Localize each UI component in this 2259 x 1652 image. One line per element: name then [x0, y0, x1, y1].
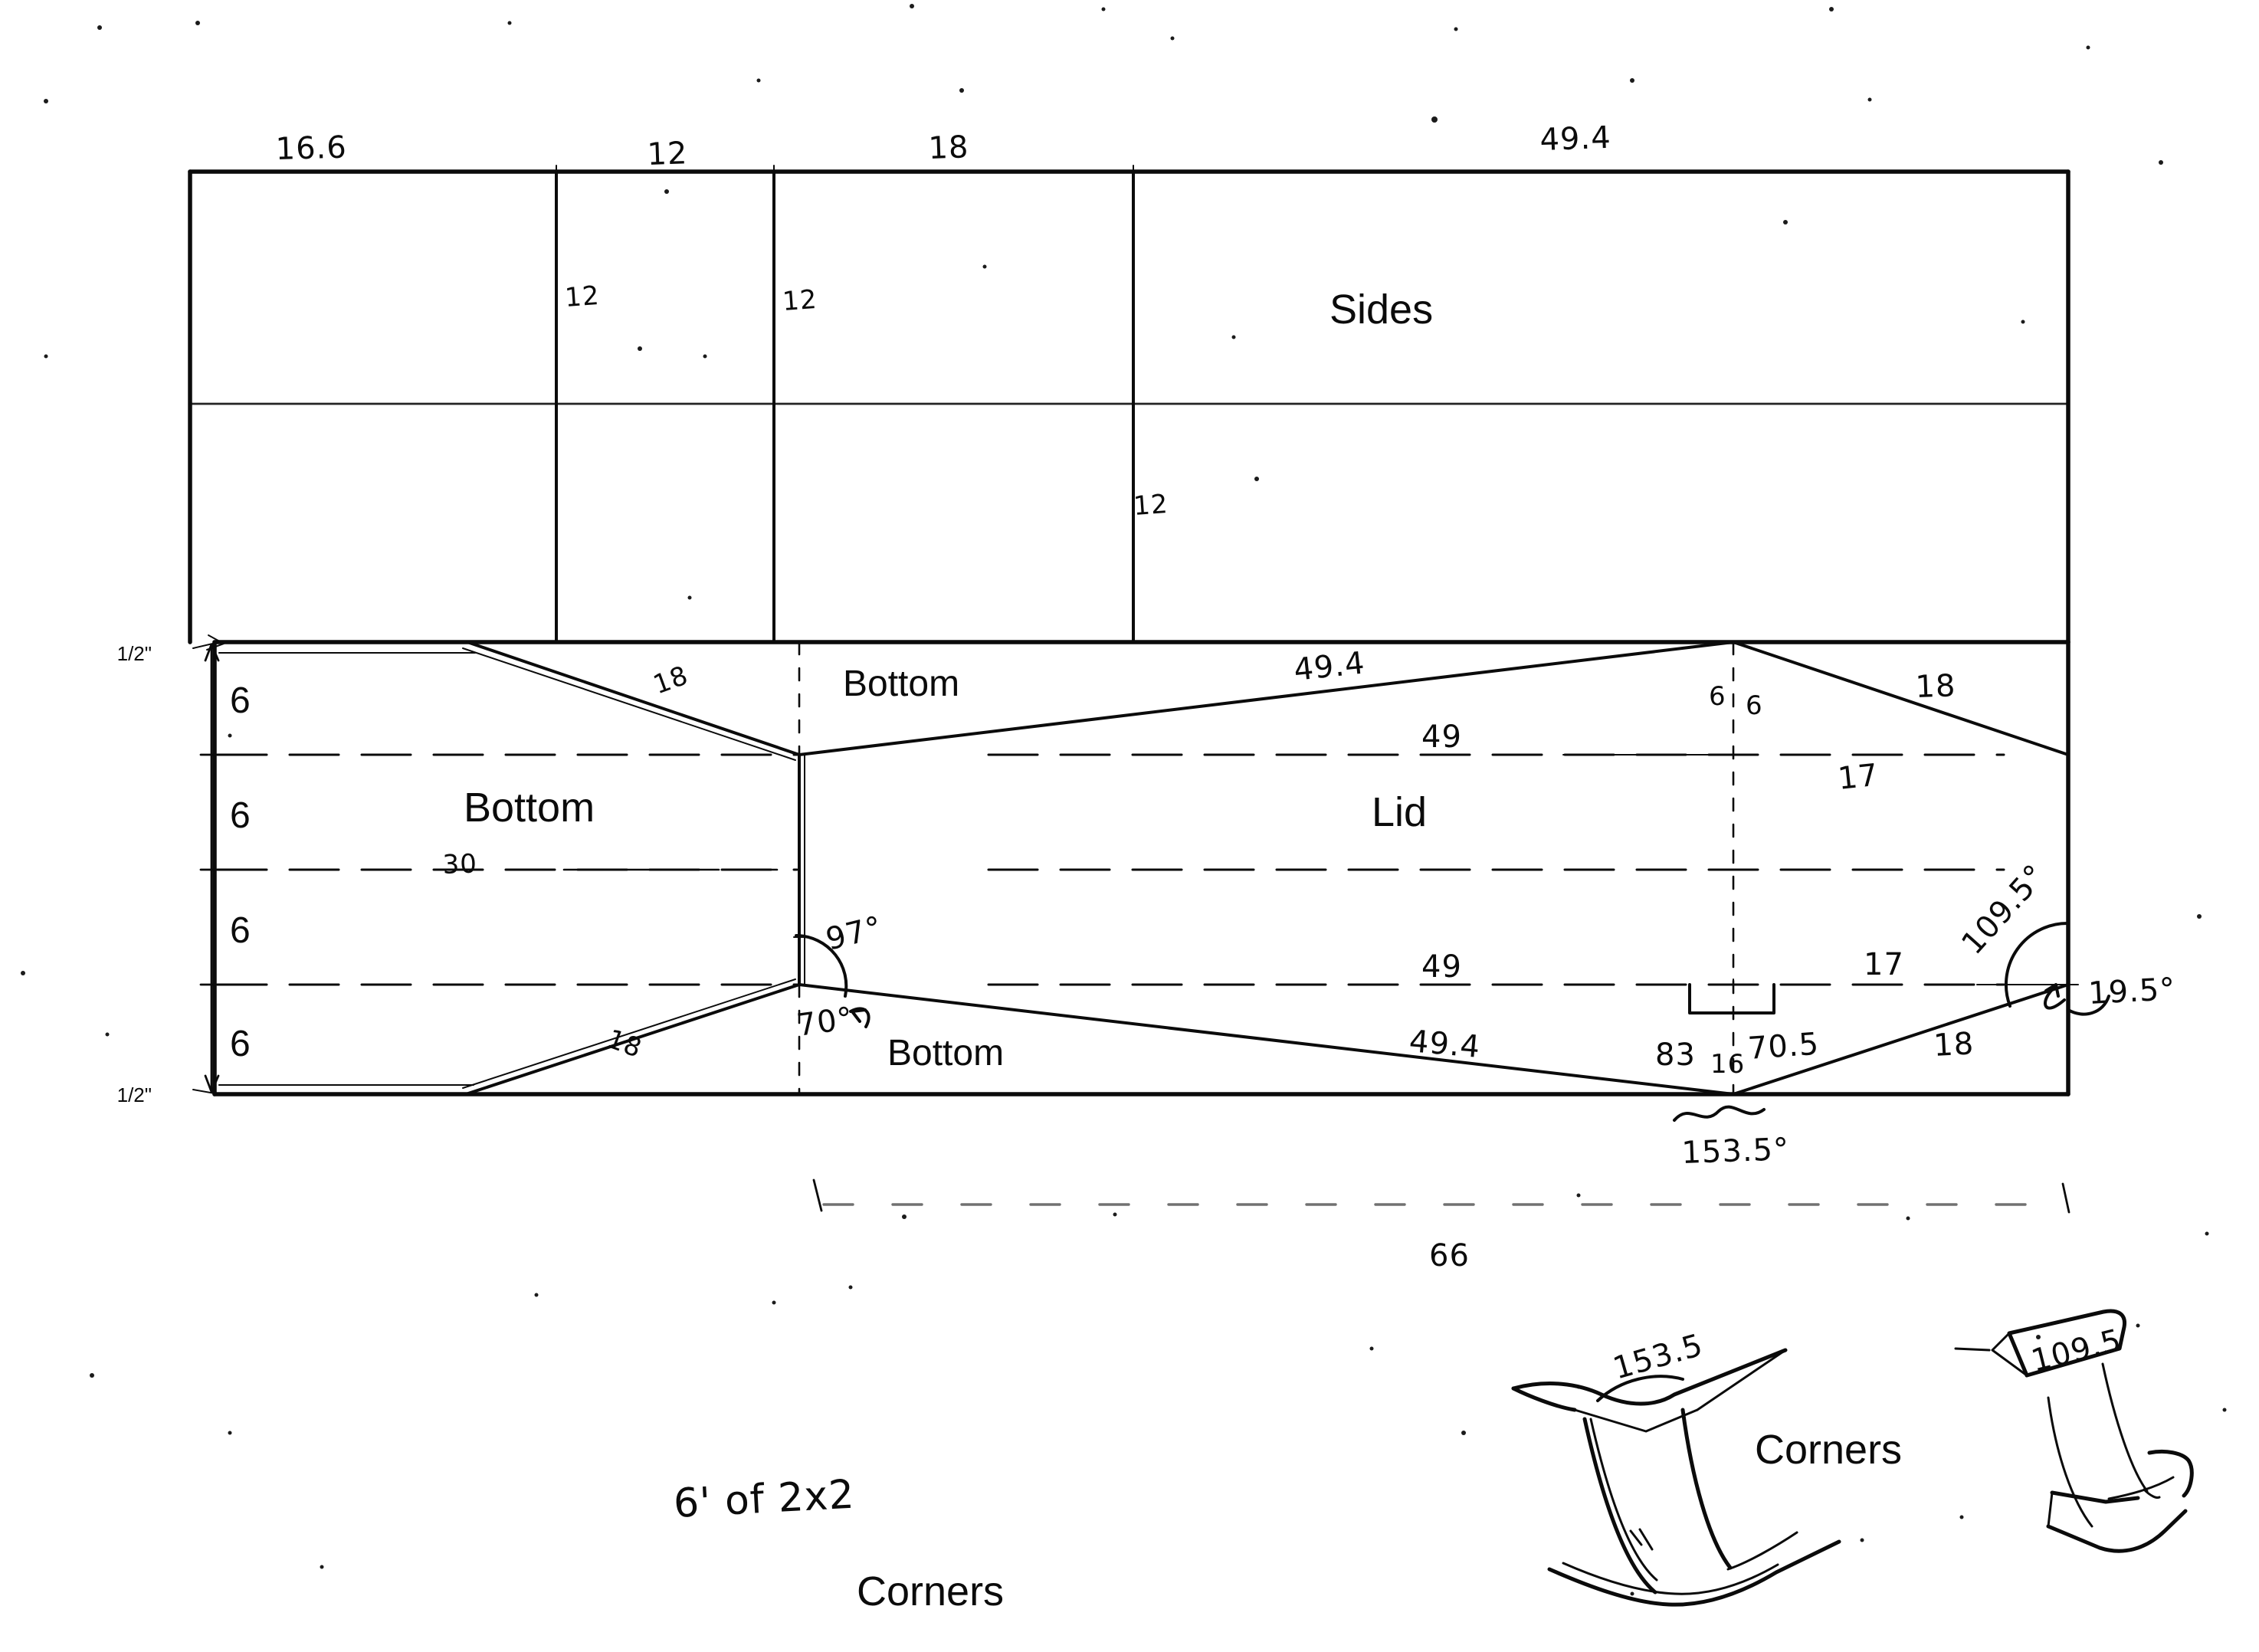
bottom-left-trapezoid	[218, 641, 805, 1096]
label-corners-main: Corners	[857, 1568, 1004, 1614]
left-dimension-chain	[192, 634, 231, 1095]
angle-19-5: 19.5°	[2087, 972, 2176, 1011]
dim-top-49-4: 49.4	[1539, 120, 1612, 158]
dim-lid-17-lower: 17	[1864, 947, 1904, 982]
dim-left-6-c: 6	[230, 910, 251, 951]
dim-bottom-18-upper: 18	[649, 660, 692, 700]
dim-bottom-18-lower: 18	[603, 1024, 646, 1064]
dim-top-12: 12	[647, 136, 688, 172]
scan-noise	[21, 4, 2227, 1596]
angle-153-5: 153.5°	[1681, 1132, 1790, 1171]
corner-sketch-right	[1954, 1309, 2194, 1553]
angle-arcs	[793, 921, 2110, 1122]
sketch-angle-153-5: 153.5	[1609, 1327, 1707, 1386]
panel-label-bottom-left: Bottom	[464, 785, 595, 831]
dim-lid-49-upper: 49	[1421, 719, 1462, 755]
dim-lid-18-lower-right: 18	[1933, 1026, 1975, 1064]
angle-97: 97°	[822, 910, 886, 958]
dim-lid-18-upper-right: 18	[1915, 668, 1956, 705]
fold-lines	[216, 753, 2005, 986]
notch-tab	[1688, 978, 1775, 1014]
lower-panel-outline	[212, 640, 2070, 1096]
dim-half-inch-bottom: 1/2"	[117, 1083, 152, 1106]
dim-lid-6-a: 6	[1709, 681, 1726, 712]
dim-83: 83	[1655, 1037, 1696, 1073]
dim-lid-17-upper: 17	[1836, 758, 1880, 797]
dim-top-18: 18	[928, 129, 969, 166]
label-corners-sketch: Corners	[1755, 1427, 1902, 1473]
dim-half-inch-top: 1/2"	[117, 642, 152, 665]
dim-overall-66: 66	[1429, 1238, 1470, 1273]
dim-bottom-30: 30	[442, 848, 478, 880]
sides-panel-outline	[188, 165, 2070, 644]
dim-lid-6-b: 6	[1746, 690, 1763, 721]
panel-label-sides: Sides	[1329, 287, 1433, 333]
dim-left-6-b: 6	[230, 795, 251, 836]
angle-109-5: 109.5°	[1955, 857, 2053, 961]
dim-top-16-6: 16.6	[275, 130, 347, 167]
corner-sketch-left	[1511, 1348, 1841, 1607]
dim-sides-12-b: 12	[782, 284, 818, 317]
lid-diagonals	[798, 641, 2070, 1096]
dim-notch-16: 16	[1710, 1049, 1745, 1080]
overall-66-dimension	[812, 1178, 2070, 1214]
right-reference-lines	[1562, 754, 2079, 985]
dim-sides-12-c: 12	[1133, 489, 1169, 522]
panel-label-lid: Lid	[1372, 789, 1427, 835]
dim-left-6-d: 6	[230, 1024, 251, 1064]
dim-diag-49-4-upper: 49.4	[1292, 645, 1366, 687]
panel-label-bottom-low: Bottom	[887, 1033, 1004, 1073]
note-stock: 6' of 2x2	[673, 1472, 856, 1527]
dim-lid-49-lower: 49	[1421, 949, 1462, 985]
panel-label-bottom-top: Bottom	[843, 664, 959, 704]
angle-70: 70°	[795, 1001, 856, 1044]
dim-sides-12-a: 12	[564, 280, 601, 313]
dim-diag-49-4-lower: 49.4	[1408, 1024, 1482, 1065]
dim-left-6-a: 6	[230, 680, 251, 721]
sketch-angle-109-5: 109.5	[2028, 1323, 2125, 1379]
dim-70-5: 70.5	[1746, 1027, 1820, 1067]
